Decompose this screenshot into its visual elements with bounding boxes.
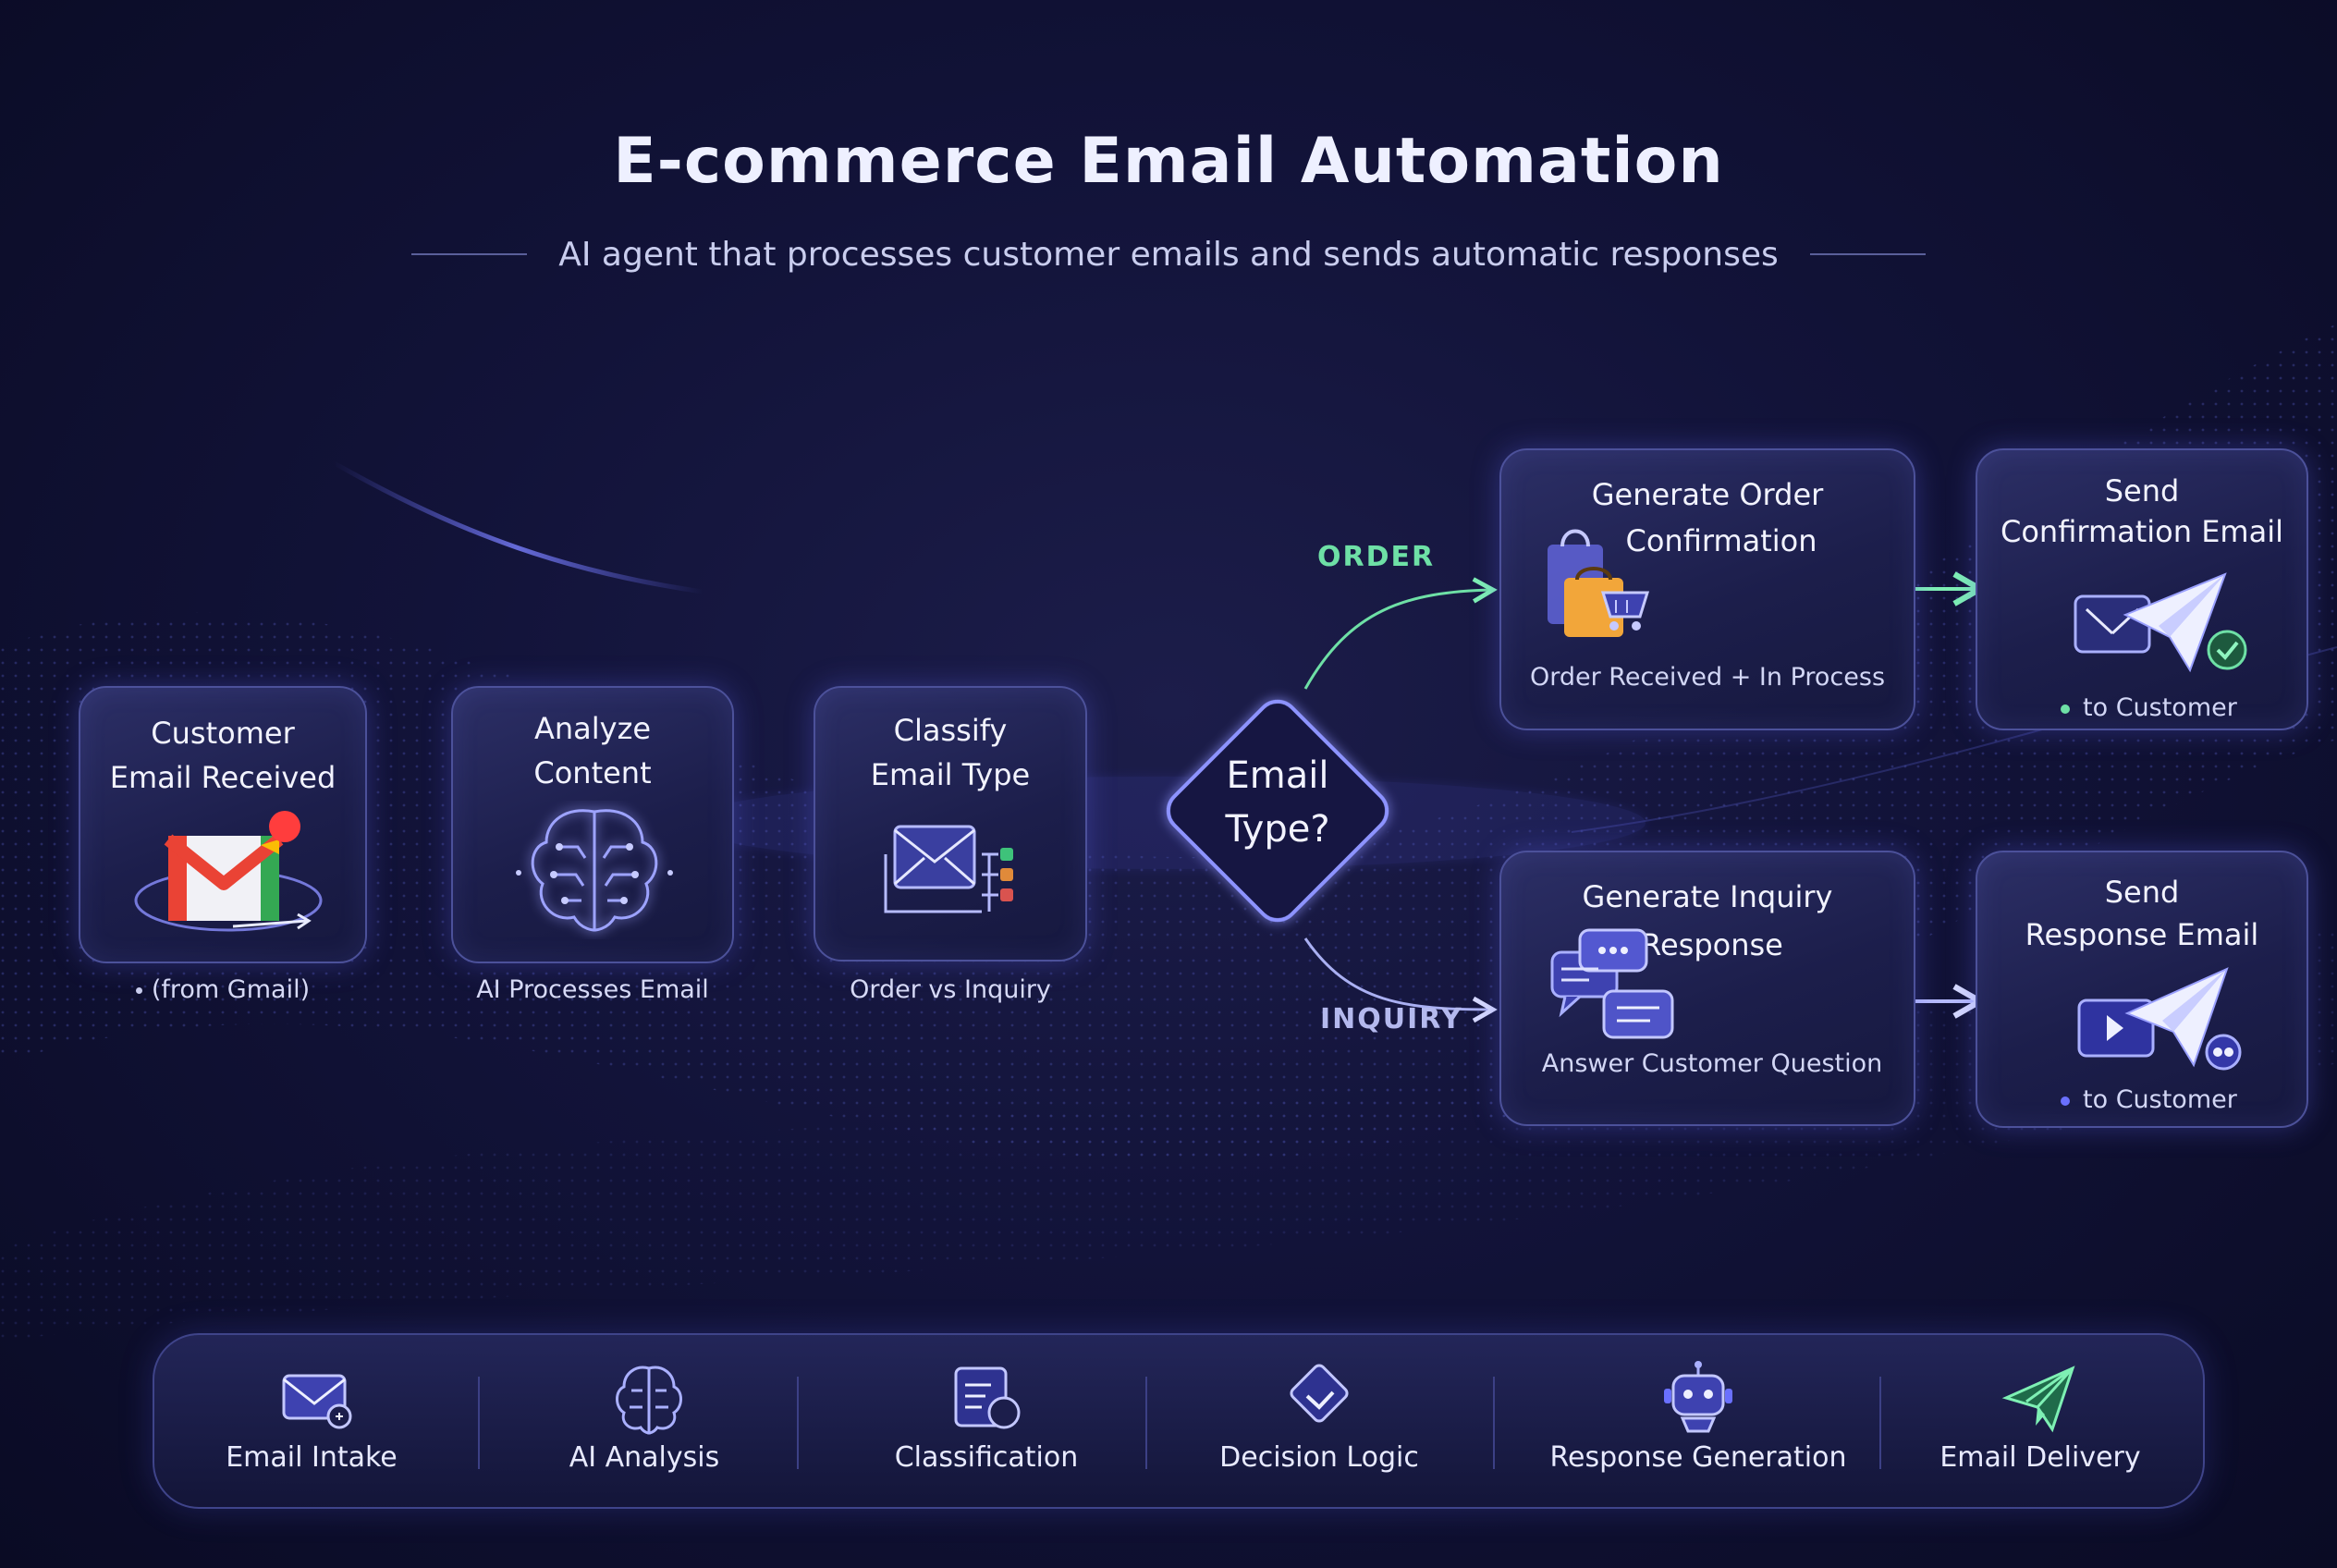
status-dot (2061, 704, 2070, 714)
robot-icon (1664, 1361, 1732, 1433)
legend-label: Email Intake (226, 1441, 398, 1474)
node-send-confirmation-email[interactable]: Send Confirmation Email to Customer (1976, 448, 2308, 730)
node-caption-row: to Customer (2061, 693, 2237, 722)
node-title-line: Send (2104, 473, 2180, 508)
node-caption: to Customer (2083, 1085, 2237, 1114)
branch-label-order: ORDER (1317, 541, 1436, 573)
legend-divider (478, 1377, 480, 1469)
node-customer-email[interactable]: Customer Email Received (79, 686, 367, 963)
node-title-line: Generate Inquiry (1582, 879, 1833, 914)
legend-item-email-intake[interactable]: Email Intake (191, 1335, 432, 1507)
node-analyze-content[interactable]: Analyze Content (451, 686, 734, 963)
node-title-line: Response (1641, 927, 1783, 962)
decision-title-line: Email (1226, 754, 1329, 797)
legend-divider (1879, 1377, 1881, 1469)
envelope-icon (282, 1374, 352, 1429)
legend-divider (797, 1377, 799, 1469)
legend-item-classification[interactable]: Classification (848, 1335, 1125, 1507)
page-title: E-commerce Email Automation (613, 125, 1724, 198)
diamond-check-icon (1290, 1364, 1349, 1423)
decision-diamond[interactable] (1137, 670, 1418, 951)
node-generate-inquiry-response[interactable]: Generate Inquiry Response Answer Custome… (1499, 851, 1915, 1126)
paper-plane-video-icon (2077, 967, 2242, 1071)
brain-icon (516, 809, 673, 932)
node-title-line: Response Email (2025, 917, 2259, 952)
legend-label: Email Delivery (1939, 1441, 2141, 1474)
node-send-response-email[interactable]: Send Response Email to Customer (1976, 851, 2308, 1128)
node-title-line: Analyze (533, 711, 652, 746)
page-subtitle: AI agent that processes customer emails … (558, 235, 1779, 274)
node-title-line: Generate Order (1591, 477, 1824, 512)
caption-customer-email: (from Gmail) (79, 975, 367, 1004)
subtitle-row: AI agent that processes customer emails … (0, 227, 2337, 282)
legend-item-decision-logic[interactable]: Decision Logic (1181, 1335, 1458, 1507)
node-title-line: Send (2104, 875, 2180, 910)
node-classify-email[interactable]: Classify Email Type (814, 686, 1087, 962)
node-caption: Order Received + In Process (1529, 663, 1886, 692)
decision-title-line: Type? (1225, 808, 1330, 851)
caption-classify: Order vs Inquiry (850, 975, 1051, 1004)
legend-label: Classification (894, 1441, 1079, 1474)
node-caption-row: to Customer (2061, 1085, 2237, 1114)
bullet-dot (135, 987, 142, 994)
node-title-line: Customer (151, 716, 295, 751)
legend-divider (1145, 1377, 1147, 1469)
brain-icon (616, 1366, 682, 1435)
legend-item-email-delivery[interactable]: Email Delivery (1911, 1335, 2170, 1507)
node-title-line: Confirmation Email (2001, 514, 2283, 549)
caption-analyze: AI Processes Email (476, 975, 709, 1004)
legend-item-ai-analysis[interactable]: AI Analysis (524, 1335, 765, 1507)
node-generate-order-confirmation[interactable]: Generate Order Confirmation Order Receiv… (1499, 448, 1915, 730)
caption-text: (from Gmail) (151, 975, 311, 1004)
legend-item-response-generation[interactable]: Response Generation (1532, 1335, 1865, 1507)
node-title-line: Confirmation (1625, 523, 1817, 558)
decision-label: Email Type? (1137, 749, 1418, 856)
chat-bubbles-icon (1550, 928, 1674, 1039)
subtitle-rule-right (1809, 253, 1926, 255)
branch-label-inquiry: INQUIRY (1320, 1003, 1463, 1035)
arrow-decision-to-inquiry (1303, 937, 1498, 1023)
stage-legend-bar: Email Intake AI Analysis Classification (153, 1333, 2205, 1509)
gmail-icon (134, 811, 323, 932)
legend-divider (1493, 1377, 1495, 1469)
document-icon (954, 1366, 1021, 1429)
subtitle-rule-left (411, 253, 528, 255)
arrow-decision-to-order (1303, 577, 1498, 690)
node-title-line: Email Received (109, 760, 336, 795)
status-dot (2061, 1096, 2070, 1106)
node-caption: to Customer (2083, 693, 2237, 722)
node-caption: Answer Customer Question (1541, 1049, 1883, 1078)
paper-plane-check-icon (2074, 572, 2247, 673)
legend-label: Response Generation (1549, 1441, 1847, 1474)
node-title-line: Email Type (870, 757, 1031, 792)
node-title-line: Classify (893, 713, 1008, 748)
legend-label: Decision Logic (1219, 1441, 1419, 1474)
shopping-bags-icon (1548, 529, 1650, 637)
classify-icon (884, 825, 1013, 913)
paper-plane-icon (2001, 1366, 2075, 1433)
legend-label: AI Analysis (569, 1441, 720, 1474)
node-title-line: Content (533, 755, 652, 790)
